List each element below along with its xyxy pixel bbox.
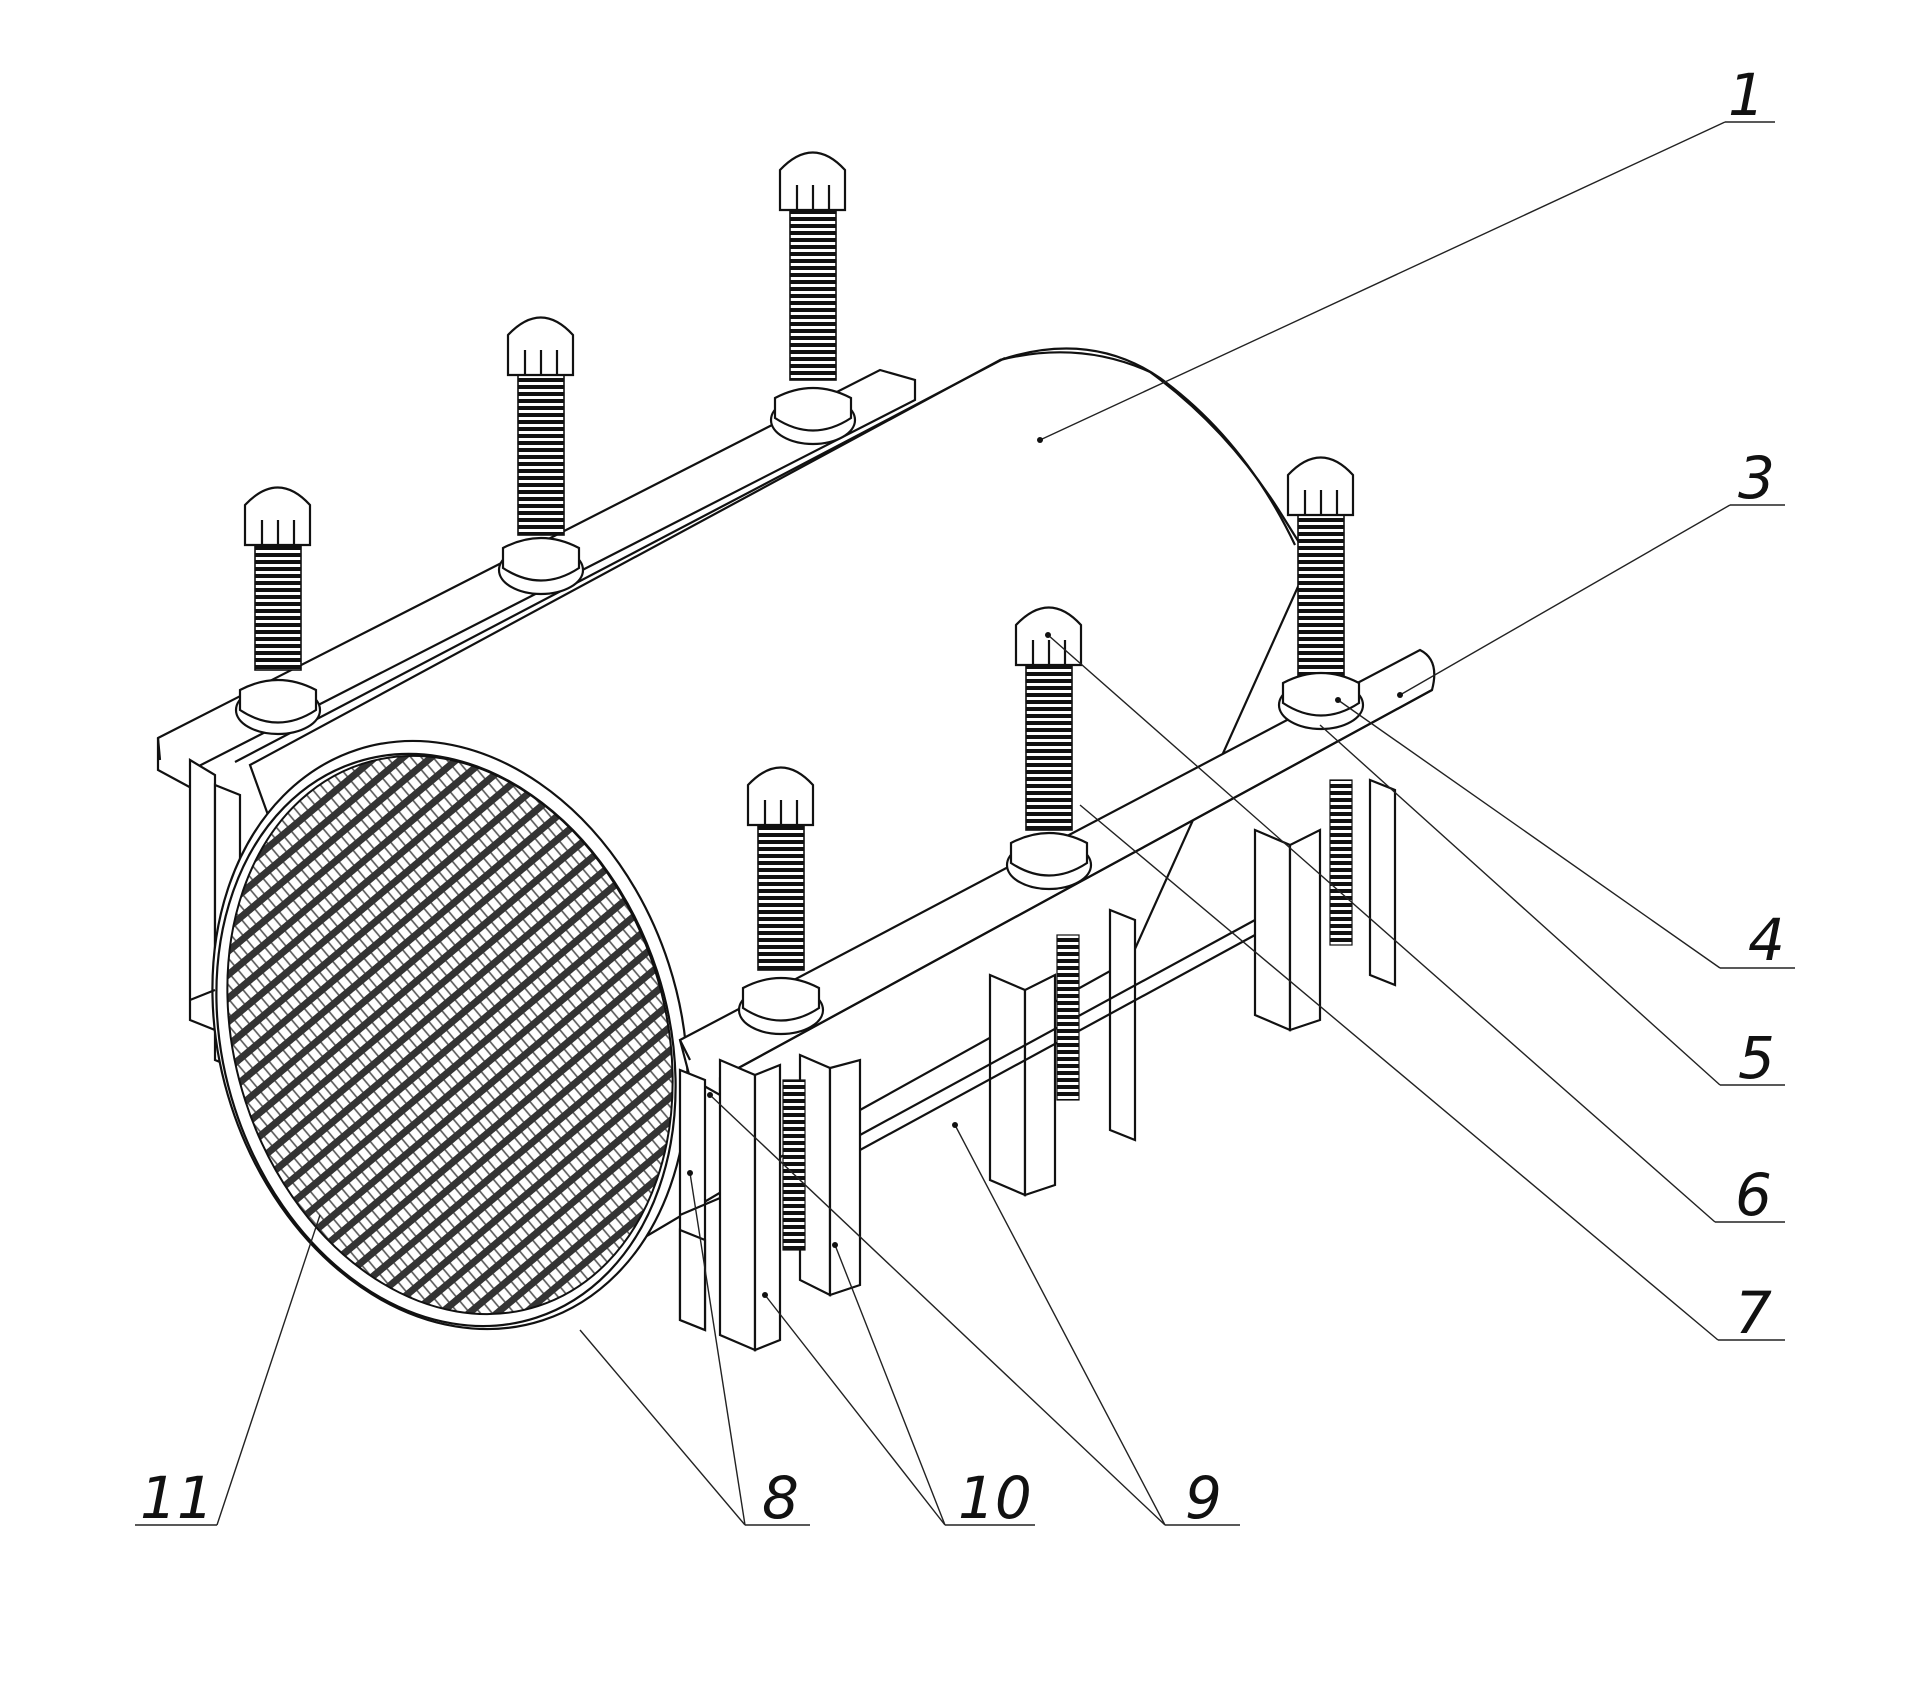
bolt-rear-1 [234, 486, 322, 736]
bolt-rear-2 [497, 316, 585, 596]
callout-6: 6 [1735, 1161, 1772, 1229]
callout-1: 1 [1728, 61, 1765, 129]
bolt-rear-3 [769, 151, 857, 446]
callout-9: 9 [1185, 1464, 1222, 1532]
leader-lines [135, 121, 1795, 1526]
shell-end-face [211, 739, 689, 1331]
callout-5: 5 [1738, 1024, 1775, 1092]
callout-10: 10 [958, 1464, 1032, 1532]
callout-labels: 1 3 4 5 6 7 8 9 10 11 [140, 61, 1785, 1532]
lug-plates [189, 778, 1397, 1352]
callout-11: 11 [140, 1464, 214, 1532]
bolt-front-1 [737, 766, 825, 1251]
callout-3: 3 [1738, 444, 1775, 512]
bolt-front-3 [1277, 456, 1365, 946]
callout-8: 8 [762, 1464, 799, 1532]
bolts [234, 151, 1365, 1251]
callout-4: 4 [1748, 906, 1785, 974]
callout-7: 7 [1735, 1279, 1772, 1347]
bolt-front-2 [1005, 606, 1093, 1101]
